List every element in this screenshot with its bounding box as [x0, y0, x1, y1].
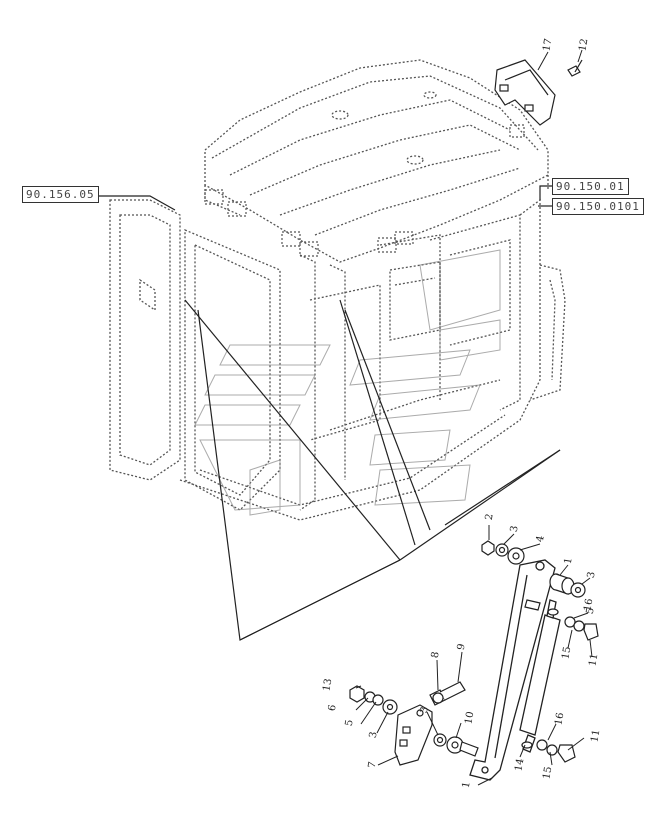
watermark-logo: [194, 249, 501, 516]
hardware-bottom-right: [536, 739, 576, 763]
leader-lines: [90, 185, 561, 641]
reference-box-door[interactable]: 90.156.05: [22, 186, 99, 203]
bracket-17: [494, 59, 556, 126]
roof-hinge-blocks: [204, 124, 525, 257]
callout-leaders: [355, 525, 593, 786]
reference-box-frame-2[interactable]: 90.150.0101: [552, 198, 644, 215]
cab-frame: [109, 198, 566, 521]
bolt-12: [567, 59, 583, 77]
hardware-left: [349, 681, 479, 766]
arm-1: [469, 559, 556, 781]
reference-box-frame-1[interactable]: 90.150.01: [552, 178, 629, 195]
gas-strut-14: [519, 599, 561, 753]
callout-leader-12: [577, 49, 583, 63]
hardware-top: [481, 540, 599, 641]
callout-leader-17: [537, 51, 549, 71]
stud: [524, 599, 541, 611]
